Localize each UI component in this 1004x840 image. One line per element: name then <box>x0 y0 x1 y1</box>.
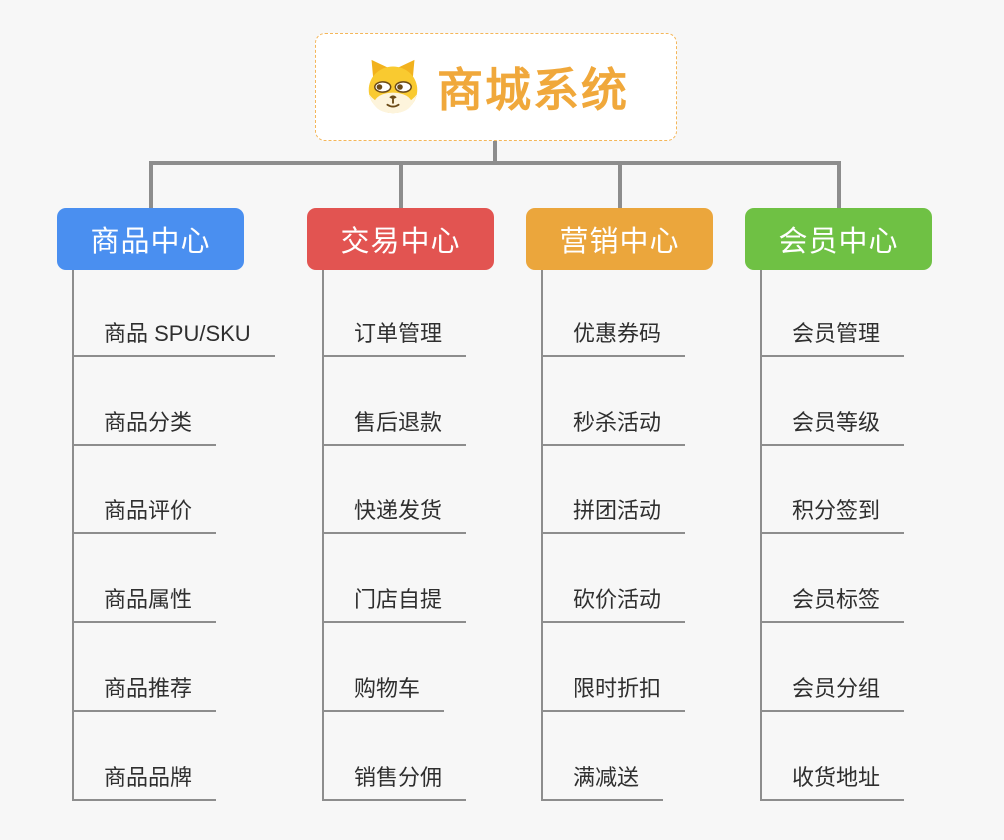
branch-header-3[interactable]: 营销中心 <box>526 208 713 270</box>
leaf-item[interactable]: 门店自提 <box>322 584 467 623</box>
leaf-item[interactable]: 秒杀活动 <box>541 407 686 446</box>
shiba-dog-icon <box>368 59 418 114</box>
leaf-item[interactable]: 会员管理 <box>760 318 905 357</box>
connector-branch-spine <box>760 270 762 801</box>
leaf-item[interactable]: 会员标签 <box>760 584 905 623</box>
leaf-item[interactable]: 商品评价 <box>72 495 217 534</box>
leaf-item[interactable]: 商品推荐 <box>72 673 217 712</box>
connector-branch-spine <box>72 270 74 801</box>
branch-header-label: 营销中心 <box>559 226 680 258</box>
branch-header-1[interactable]: 商品中心 <box>57 208 244 270</box>
connector-bus <box>148 161 841 165</box>
leaf-item[interactable]: 会员等级 <box>760 407 905 446</box>
connector-root-drop <box>493 141 497 165</box>
leaf-item[interactable]: 限时折扣 <box>541 673 686 712</box>
leaf-item[interactable]: 满减送 <box>541 762 664 801</box>
connector-branch-spine <box>322 270 324 801</box>
leaf-item[interactable]: 拼团活动 <box>541 495 686 534</box>
connector-branch-stub <box>836 161 841 208</box>
branch-header-label: 商品中心 <box>90 226 211 258</box>
leaf-item[interactable]: 购物车 <box>322 673 445 712</box>
leaf-item[interactable]: 售后退款 <box>322 407 467 446</box>
branch-header-label: 会员中心 <box>778 226 899 258</box>
leaf-item[interactable]: 商品属性 <box>72 584 217 623</box>
leaf-item[interactable]: 会员分组 <box>760 673 905 712</box>
leaf-item[interactable]: 商品品牌 <box>72 762 217 801</box>
leaf-item[interactable]: 商品分类 <box>72 407 217 446</box>
connector-branch-spine <box>541 270 543 801</box>
connector-branch-stub <box>617 161 622 208</box>
branch-header-2[interactable]: 交易中心 <box>307 208 494 270</box>
leaf-item[interactable]: 销售分佣 <box>322 762 467 801</box>
leaf-item[interactable]: 积分签到 <box>760 495 905 534</box>
leaf-item[interactable]: 砍价活动 <box>541 584 686 623</box>
leaf-item[interactable]: 收货地址 <box>760 762 905 801</box>
root-node[interactable]: 商城系统 <box>315 33 677 141</box>
leaf-item[interactable]: 订单管理 <box>322 318 467 357</box>
connector-branch-stub <box>398 161 403 208</box>
branch-header-4[interactable]: 会员中心 <box>745 208 932 270</box>
leaf-item[interactable]: 快递发货 <box>322 495 467 534</box>
connector-branch-stub <box>148 161 153 208</box>
leaf-item[interactable]: 商品 SPU/SKU <box>72 318 275 357</box>
branch-header-label: 交易中心 <box>340 226 461 258</box>
root-title: 商城系统 <box>437 64 629 116</box>
leaf-item[interactable]: 优惠券码 <box>541 318 686 357</box>
